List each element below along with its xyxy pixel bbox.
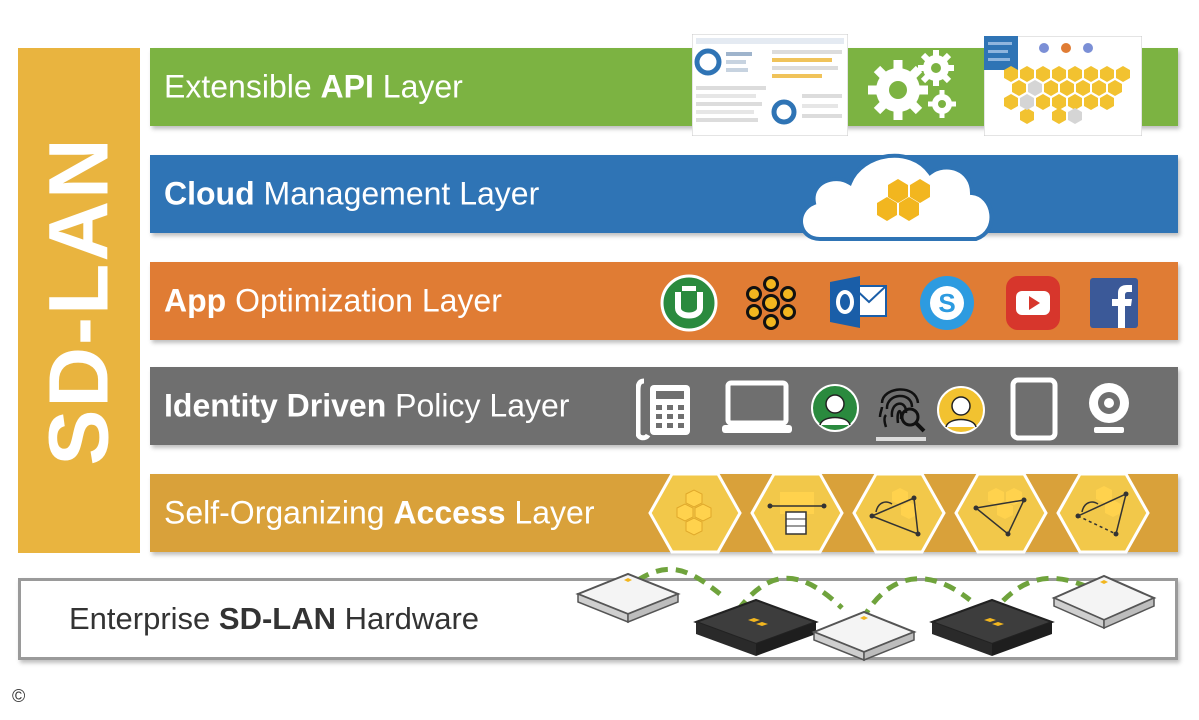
identity-layer: Identity Driven Policy Layer bbox=[150, 367, 1178, 445]
cloud-layer: Cloud Management Layer bbox=[150, 153, 1178, 241]
hardware-devices bbox=[575, 566, 1157, 662]
phone-icon bbox=[636, 378, 690, 441]
hardware-layer-label: Enterprise SD-LAN Hardware bbox=[69, 601, 480, 636]
facebook-icon bbox=[1090, 278, 1138, 328]
access-point-icon bbox=[811, 610, 917, 662]
access-point-icon bbox=[1051, 574, 1157, 630]
app-layer: App Optimization Layer S bbox=[150, 262, 1178, 340]
gears-icon bbox=[868, 50, 956, 120]
tablet-icon bbox=[1010, 377, 1058, 441]
app-layer-label: App Optimization Layer bbox=[164, 282, 502, 319]
hive-app-icon bbox=[746, 276, 796, 330]
access-point-icon bbox=[575, 572, 681, 624]
sidebar-title: SD-LAN bbox=[31, 135, 126, 466]
hexagon-path-icon bbox=[1056, 472, 1150, 554]
outlook-icon bbox=[830, 276, 887, 328]
fingerprint-icon bbox=[876, 388, 926, 441]
skype-icon: S bbox=[920, 276, 974, 330]
hexagon-path-icon bbox=[954, 472, 1048, 554]
sd-lan-sidebar: SD-LAN bbox=[18, 48, 140, 553]
hexagon-server-icon bbox=[750, 472, 844, 554]
laptop-icon bbox=[722, 380, 792, 433]
webcam-icon bbox=[1089, 383, 1129, 433]
access-layer-label: Self-Organizing Access Layer bbox=[164, 494, 595, 531]
user-avatar-icon bbox=[811, 384, 859, 432]
hexagon-cluster-icon bbox=[648, 472, 742, 554]
access-layer: Self-Organizing Access Layer bbox=[150, 472, 1178, 554]
identity-layer-label: Identity Driven Policy Layer bbox=[164, 387, 570, 424]
hive-map-screenshot-icon bbox=[984, 36, 1142, 136]
switch-icon bbox=[929, 598, 1055, 656]
user-avatar-icon bbox=[937, 386, 985, 434]
hexagon-path-icon bbox=[852, 472, 946, 554]
switch-icon bbox=[693, 598, 819, 656]
api-layer: Extensible API Layer bbox=[150, 34, 1178, 136]
dashboard-screenshot-icon bbox=[692, 34, 848, 136]
utorrent-icon bbox=[660, 274, 718, 332]
cloud-layer-label: Cloud Management Layer bbox=[164, 175, 540, 212]
youtube-icon bbox=[1006, 276, 1060, 330]
svg-text:S: S bbox=[938, 288, 955, 318]
copyright-symbol: © bbox=[12, 686, 26, 706]
api-layer-label: Extensible API Layer bbox=[164, 68, 463, 105]
cloud-hexagons-icon bbox=[799, 153, 994, 241]
